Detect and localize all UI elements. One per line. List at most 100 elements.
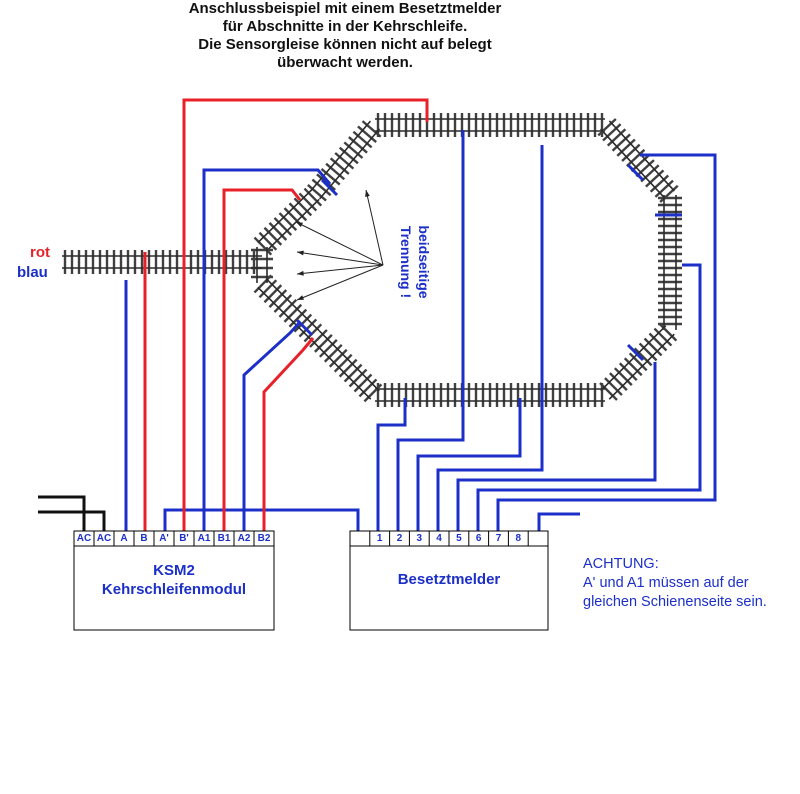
track-sleeper — [653, 327, 673, 347]
track-sleeper — [338, 146, 359, 165]
red-wire-label: rot — [30, 244, 50, 261]
wire-a2-to-lower-branch — [242, 320, 302, 538]
separation-label: beidseitige Trennung ! — [373, 222, 433, 302]
separation-arrowhead — [297, 250, 304, 256]
wire-b-prime-to-loop — [182, 98, 429, 538]
loop-track-top — [375, 113, 605, 137]
track-sleeper — [640, 164, 660, 183]
separation-arrowhead — [365, 190, 370, 197]
besetztmelder-terminal-5: 4 — [436, 533, 442, 544]
ksm2-terminal-3: A — [120, 533, 128, 544]
track-sleeper — [352, 130, 373, 149]
wire-a-prime-to-detector — [163, 508, 360, 538]
ksm2-terminal-7: A1 — [197, 533, 211, 544]
loop-track-bottom — [375, 383, 605, 407]
track-sleeper — [348, 136, 368, 154]
track-sleeper — [258, 279, 278, 299]
track-sleeper — [638, 342, 658, 362]
track-sleeper — [334, 152, 355, 170]
track-sleeper — [643, 337, 663, 357]
track-sleeper — [659, 184, 679, 203]
track-sleeper — [618, 362, 638, 382]
track-sleeper — [298, 318, 318, 338]
title-line-2: für Abschnitte in der Kehrschleife. — [222, 18, 468, 35]
ksm2-terminal-5: A' — [159, 533, 169, 544]
ksm2-label: KSM2 Kehrschleifenmodul — [74, 561, 274, 599]
besetztmelder-terminal-3: 2 — [396, 533, 403, 544]
track-rail — [608, 333, 675, 400]
track-sleeper — [283, 303, 303, 323]
track-layer — [62, 113, 682, 407]
track-sleeper — [320, 168, 341, 186]
junction-branch-lower — [253, 274, 323, 343]
separation-arrow — [365, 189, 384, 266]
track-sleeper — [604, 377, 623, 396]
wire-detector-2 — [396, 130, 465, 531]
track-sleeper — [288, 202, 308, 222]
track-sleeper — [268, 222, 288, 241]
wire-detector-3 — [416, 398, 522, 531]
track-sleeper — [635, 159, 655, 178]
besetztmelder-terminal-2: 1 — [376, 533, 383, 544]
besetztmelder-terminal-9: 8 — [515, 533, 522, 544]
track-sleeper — [658, 322, 678, 342]
track-rail — [265, 198, 320, 252]
separation-arrowhead — [296, 222, 303, 228]
track-sleeper — [353, 373, 373, 393]
track-rail — [318, 330, 380, 392]
separation-arrow — [296, 264, 384, 301]
track-rail — [600, 128, 667, 200]
ksm2-terminal-10: B2 — [257, 533, 271, 544]
wire-layer — [38, 98, 717, 538]
separation-label-line-1: beidseitige — [416, 225, 432, 299]
warning-note: ACHTUNG: A' und A1 müssen auf der gleich… — [583, 555, 767, 612]
loop-track-lower-left — [309, 329, 383, 403]
track-sleeper — [307, 184, 327, 202]
track-sleeper — [348, 368, 368, 388]
loop-track-right — [658, 195, 682, 330]
track-sleeper — [613, 367, 633, 387]
track-sleeper — [343, 141, 364, 159]
track-sleeper — [645, 169, 665, 188]
track-sleeper — [273, 294, 293, 313]
track-sleeper — [253, 236, 273, 256]
track-sleeper — [278, 212, 298, 232]
track-sleeper — [616, 138, 636, 157]
loop-track-lower-right — [599, 322, 678, 401]
besetztmelder-label: Besetztmelder — [350, 570, 548, 589]
besetztmelder-terminal-8: 7 — [495, 533, 502, 544]
separation-arrow — [296, 251, 384, 266]
track-sleeper — [621, 143, 641, 162]
besetztmelder-terminal-7: 6 — [475, 533, 482, 544]
track-sleeper — [258, 231, 278, 251]
track-sleeper — [628, 352, 648, 372]
track-sleeper — [325, 162, 346, 181]
track-sleeper — [311, 178, 332, 197]
track-sleeper — [263, 226, 283, 246]
ksm2-terminal-6: B' — [179, 533, 189, 544]
track-sleeper — [654, 179, 674, 198]
track-sleeper — [357, 125, 377, 143]
track-rail — [600, 325, 667, 392]
separation-label-line-2: Trennung ! — [398, 225, 414, 299]
wire-detector-1 — [376, 398, 407, 531]
wire-detector-4 — [436, 145, 544, 531]
wire-b1-to-upper-branch — [222, 188, 302, 538]
track-sleeper — [602, 123, 622, 142]
ksm2-module-box — [73, 546, 275, 631]
track-sleeper — [597, 118, 617, 137]
isolation-gap — [626, 163, 645, 182]
besetztmelder-module-box — [349, 546, 549, 631]
separation-arrowhead — [297, 295, 304, 300]
track-sleeper — [611, 133, 631, 152]
track-sleeper — [309, 329, 328, 348]
wire-a1-to-upper-branch — [202, 168, 332, 538]
track-sleeper — [606, 128, 627, 147]
blue-wire-label: blau — [17, 264, 48, 281]
track-sleeper — [358, 378, 378, 398]
track-rail — [257, 286, 312, 340]
besetztmelder-terminal-1 — [350, 531, 370, 546]
track-sleeper — [338, 358, 358, 378]
ksm2-terminal-4: B — [140, 533, 148, 544]
